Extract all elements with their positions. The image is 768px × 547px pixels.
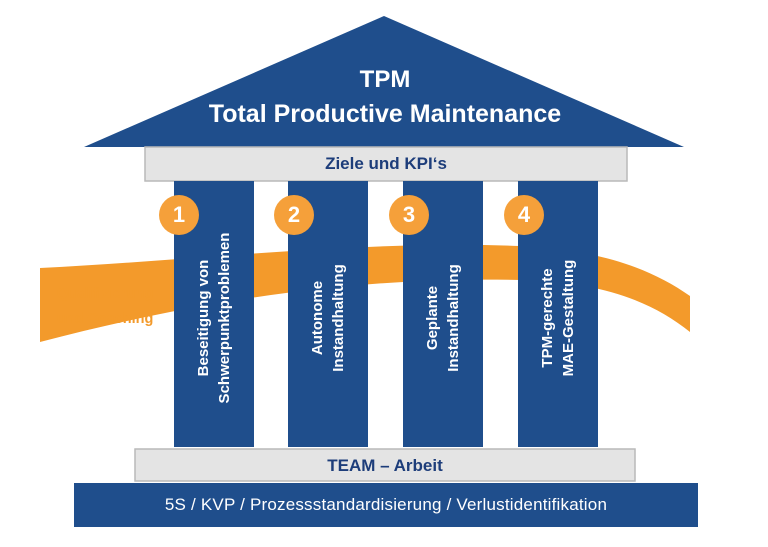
pillar-1-number-badge: 1 — [159, 195, 199, 235]
pillar-2-label: Autonome Instandhaltung — [298, 193, 358, 443]
pillar-1-label: Beseitigung von Schwerpunktproblemen — [184, 193, 244, 443]
roof — [84, 16, 684, 147]
pillar-2-label-line1: Autonome — [309, 280, 326, 356]
base-bar-label: 5S / KVP / Prozessstandardisierung / Ver… — [164, 495, 608, 514]
pillar-1-label-line1: Beseitigung von — [195, 259, 212, 377]
band-label-line1: Qualifizierung — [56, 286, 154, 302]
pillar-4-number-badge: 4 — [504, 195, 544, 235]
pillar-2-label-line2: Instandhaltung — [330, 264, 347, 372]
pillar-4-label: TPM-gerechte MAE-Gestaltung — [528, 193, 588, 443]
pillar-3-label: Geplante Instandhaltung — [413, 193, 473, 443]
roof-title-abbrev: TPM — [359, 66, 411, 93]
pillar-4-label-line1: TPM-gerechte — [539, 268, 556, 368]
pillar-3-number-badge: 3 — [389, 195, 429, 235]
band-label-line2: und Coaching — [56, 311, 154, 327]
roof-title-full: Total Productive Maintenance — [208, 100, 562, 128]
pillar-1-label-line2: Schwerpunktproblemen — [216, 232, 233, 404]
base-bar — [74, 483, 698, 527]
pillar-4-label-line2: MAE-Gestaltung — [560, 259, 577, 377]
team-bar-label: TEAM – Arbeit — [327, 456, 443, 475]
goals-bar-label: Ziele und KPI‘s — [325, 154, 447, 173]
team-bar — [134, 448, 636, 482]
pillar-2-number-badge: 2 — [274, 195, 314, 235]
pillar-3-label-line2: Instandhaltung — [445, 264, 462, 372]
pillar-3-label-line1: Geplante — [424, 285, 441, 351]
band-label: Qualifizierung und Coaching — [40, 282, 170, 332]
goals-bar — [144, 146, 628, 182]
